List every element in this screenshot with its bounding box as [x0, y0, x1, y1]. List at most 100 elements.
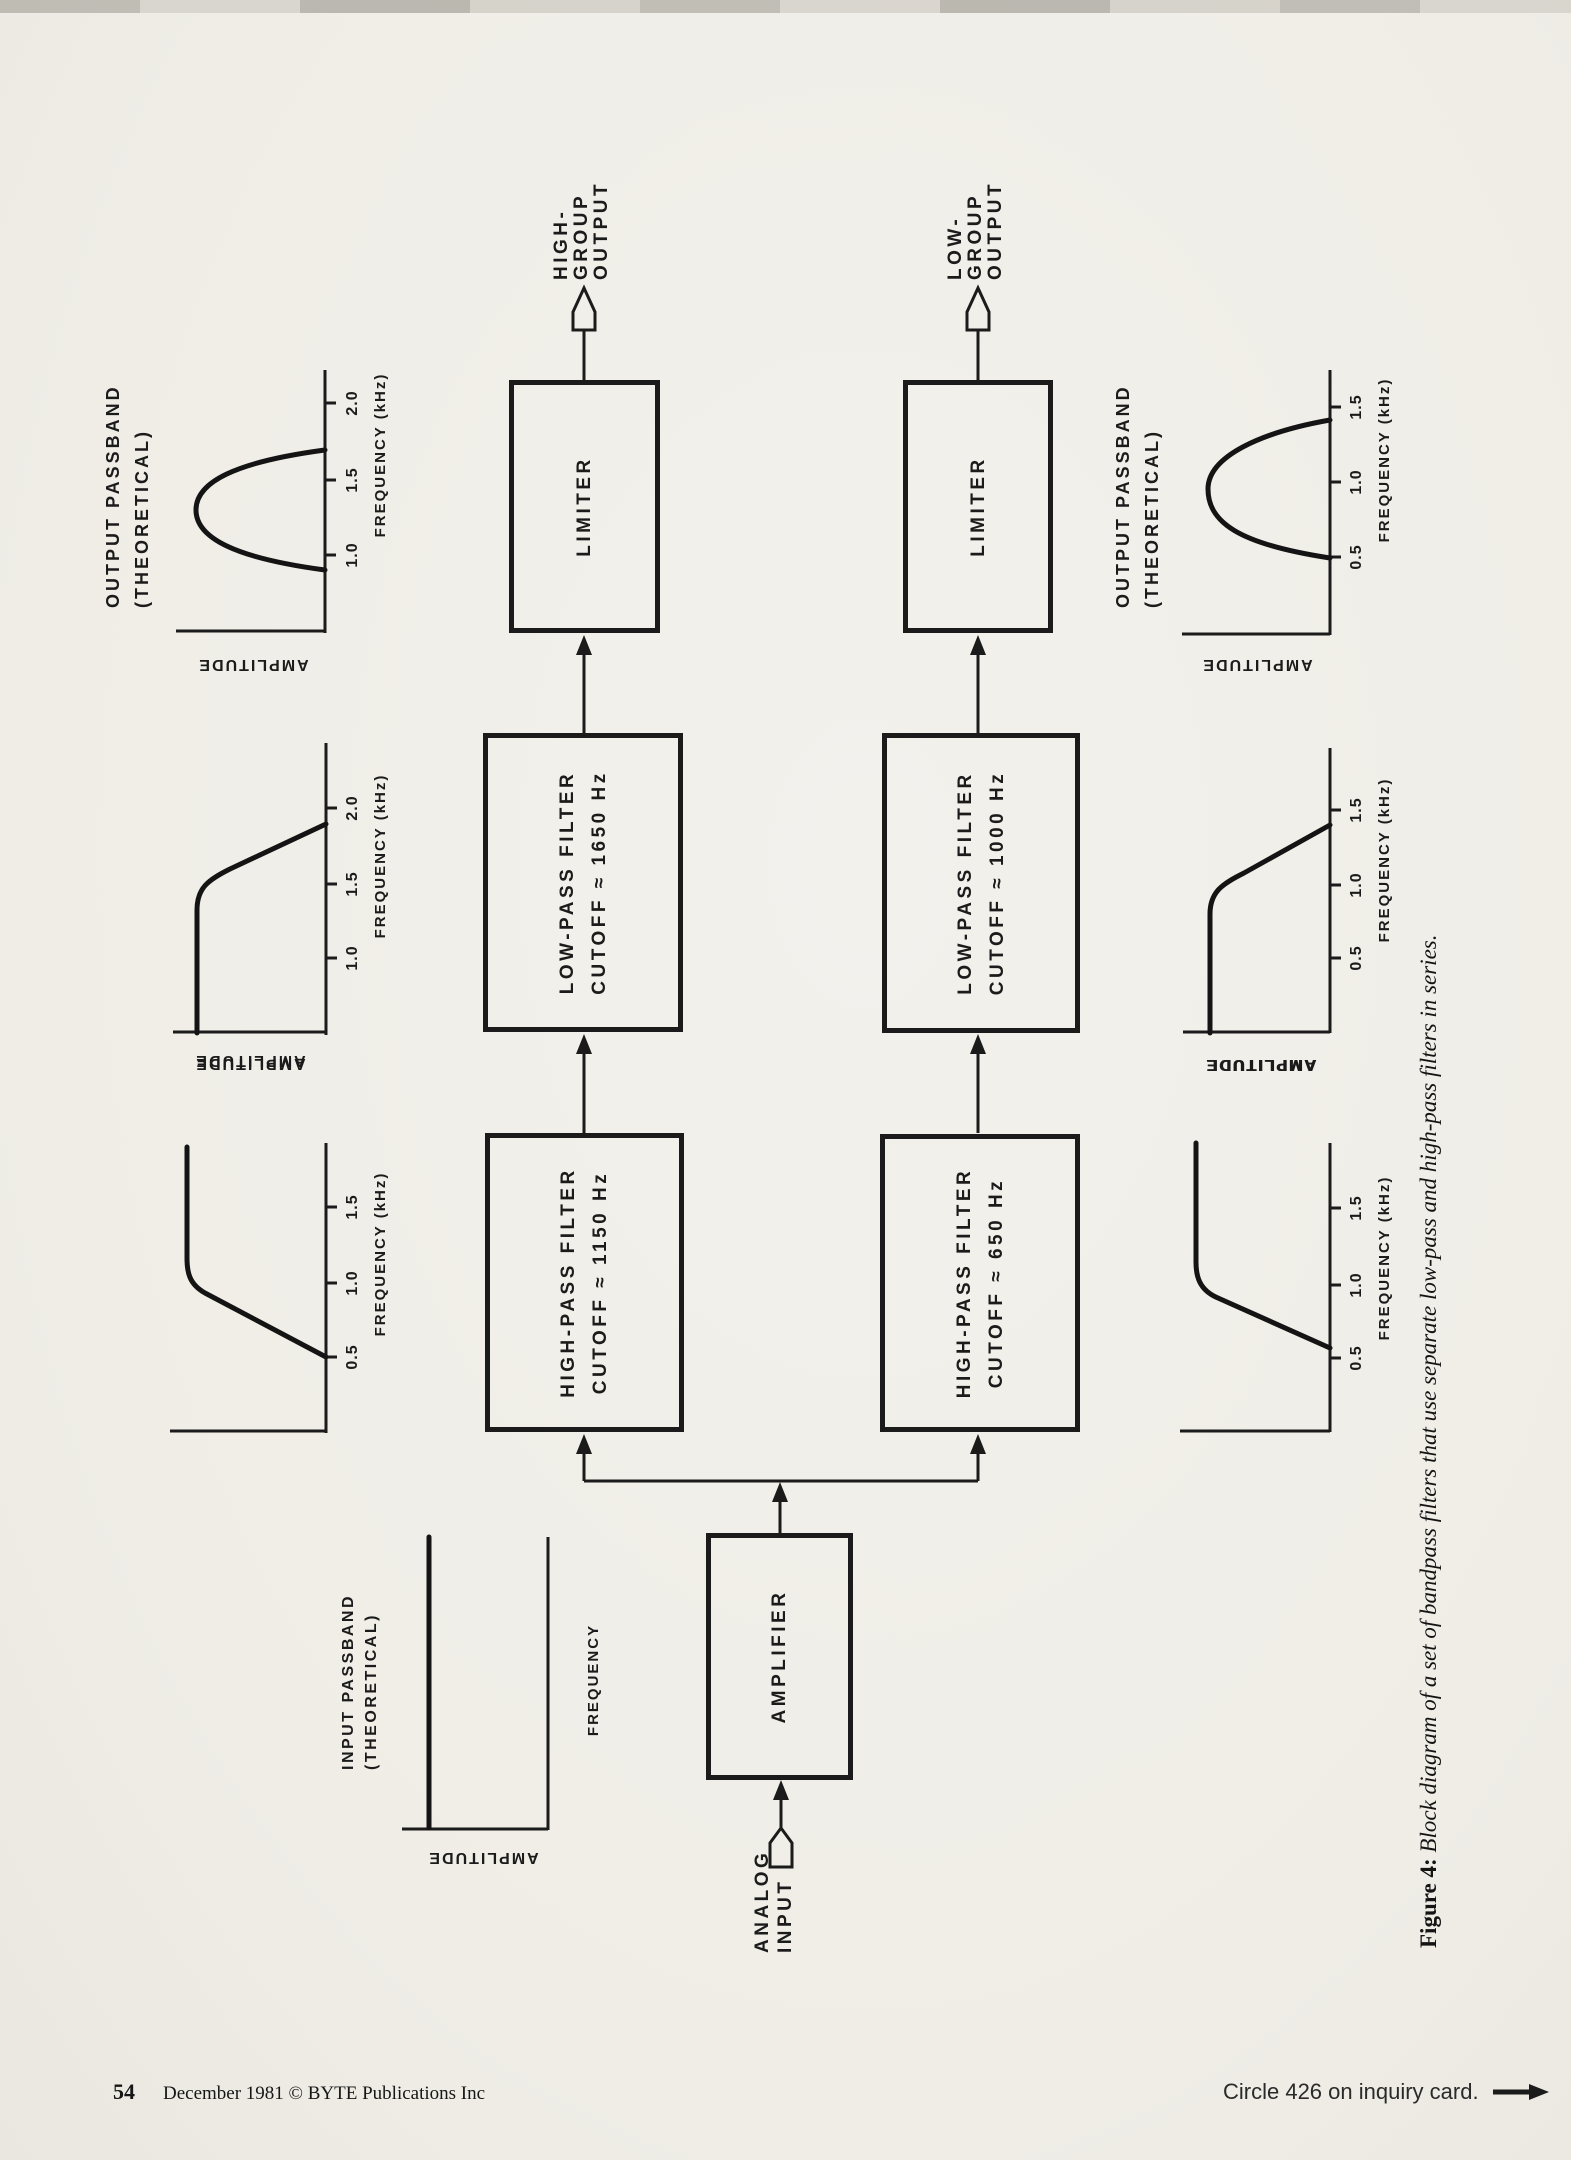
- out-low-xlabel: FREQUENCY (kHz): [1376, 377, 1393, 543]
- out-low-tick-0: 0.5: [1348, 544, 1365, 570]
- lpf-high-response-curve: [194, 821, 329, 1036]
- high-group-output-line3: OUTPUT: [591, 180, 612, 280]
- hpf-high-response-curve: [184, 1144, 329, 1360]
- hpf-high-tick-1: 1.0: [344, 1270, 361, 1296]
- lpf-high-cutoff: CUTOFF ≈ 1650 Hz: [588, 770, 610, 995]
- lpf-high-tick-0: 1.0: [344, 945, 361, 971]
- out-low-tick-2: 1.5: [1348, 394, 1365, 420]
- lpf-high-tick-2: 2.0: [344, 795, 361, 821]
- figure-caption: Figure 4: Block diagram of a set of band…: [1416, 935, 1442, 1948]
- lpf-high-box: LOW-PASS FILTER CUTOFF ≈ 1650 Hz: [483, 733, 683, 1032]
- out-low-ylabel: AMPLITUDE: [1201, 656, 1313, 673]
- arrowhead-into-hpf-high-icon: [576, 1434, 592, 1454]
- limiter-high-box: LIMITER: [509, 380, 660, 633]
- lpf-high-graph-axes: [173, 743, 337, 1035]
- page-number: 54: [113, 2079, 135, 2104]
- arrowhead-into-lpf-low-icon: [970, 1034, 986, 1054]
- arrowhead-into-limiter-low-icon: [970, 635, 986, 655]
- hpf-high-label: HIGH-PASS FILTER: [558, 1167, 579, 1398]
- out-high-passband-curve: [193, 447, 328, 573]
- hpf-low-graph-axes: [1180, 1143, 1341, 1433]
- hpf-high-xlabel: FREQUENCY (kHz): [372, 1171, 389, 1337]
- publication-credit: December 1981 © BYTE Publications Inc: [163, 2083, 486, 2104]
- hpf-high-cutoff: CUTOFF ≈ 1150 Hz: [590, 1170, 611, 1395]
- analog-input-arrow-icon: [768, 1825, 794, 1869]
- lpf-low-tick-1: 1.0: [1348, 872, 1365, 898]
- arrowhead-into-hpf-low-icon: [970, 1434, 986, 1454]
- out-high-tick-2: 2.0: [344, 390, 361, 416]
- lpf-low-tick-2: 1.5: [1348, 797, 1365, 823]
- hpf-high-box: HIGH-PASS FILTER CUTOFF ≈ 1150 Hz: [485, 1133, 684, 1432]
- out-low-graph-axes: [1182, 370, 1341, 636]
- footer-left: 54 December 1981 © BYTE Publications Inc: [113, 2079, 485, 2105]
- analog-input-label-line1: ANALOG: [752, 1849, 773, 1953]
- out-low-title-line2: (THEORETICAL): [1142, 429, 1162, 608]
- lpf-low-ylabel: AMPLITUDE: [1205, 1056, 1317, 1073]
- hpf-high-tick-2: 1.5: [344, 1194, 361, 1220]
- out-high-graph-axes: [176, 370, 336, 633]
- high-group-output-line1: HIGH-: [551, 208, 572, 280]
- hpf-low-response-curve: [1193, 1140, 1333, 1351]
- low-group-output-arrow-icon: [965, 284, 991, 332]
- out-low-passband-curve: [1205, 417, 1333, 561]
- hpf-low-tick-0: 0.5: [1348, 1345, 1365, 1371]
- figure-caption-number: Figure 4:: [1416, 1858, 1441, 1948]
- input-graph-xlabel: FREQUENCY: [585, 1623, 602, 1737]
- out-high-ylabel: AMPLITUDE: [197, 656, 309, 673]
- analog-input-label-line2: INPUT: [775, 1878, 796, 1954]
- amplifier-label: AMPLIFIER: [769, 1589, 790, 1724]
- graph-axes: [170, 370, 1341, 1831]
- out-high-tick-0: 1.0: [344, 542, 361, 568]
- low-group-output-line1: LOW-: [945, 215, 966, 280]
- high-group-output-line2: GROUP: [571, 192, 592, 280]
- footer-right: Circle 426 on inquiry card.: [1223, 2079, 1549, 2105]
- limiter-low-box: LIMITER: [903, 380, 1053, 633]
- input-graph-ylabel: AMPLITUDE: [427, 1849, 539, 1866]
- hpf-low-xlabel: FREQUENCY (kHz): [1376, 1175, 1393, 1341]
- graph-curves: [184, 417, 1333, 1831]
- low-group-output-line2: GROUP: [965, 192, 986, 280]
- arrowhead-into-limiter-high-icon: [576, 635, 592, 655]
- hpf-low-cutoff: CUTOFF ≈ 650 Hz: [985, 1177, 1007, 1389]
- lpf-low-graph-axes: [1183, 748, 1341, 1034]
- limiter-low-label: LIMITER: [967, 456, 989, 557]
- hpf-low-label: HIGH-PASS FILTER: [953, 1167, 975, 1399]
- hpf-low-tick-2: 1.5: [1348, 1195, 1365, 1221]
- hpf-high-tick-0: 0.5: [344, 1344, 361, 1370]
- out-high-xlabel: FREQUENCY (kHz): [372, 372, 389, 538]
- out-high-title-line1: OUTPUT PASSBAND: [103, 384, 123, 608]
- input-graph-title-line1: INPUT PASSBAND: [340, 1593, 357, 1770]
- hpf-high-graph-axes: [170, 1143, 337, 1433]
- high-group-output-arrow-icon: [571, 284, 597, 332]
- arrowhead-into-junction-icon: [772, 1482, 788, 1502]
- input-graph-title-line2: (THEORETICAL): [363, 1613, 380, 1770]
- lpf-low-tick-0: 0.5: [1348, 945, 1365, 971]
- inquiry-card-note: Circle 426 on inquiry card.: [1223, 2079, 1479, 2104]
- lpf-low-xlabel: FREQUENCY (kHz): [1376, 777, 1393, 943]
- hpf-low-tick-1: 1.0: [1348, 1272, 1365, 1298]
- out-high-title-line2: (THEORETICAL): [132, 429, 152, 608]
- input-graph-axes: [402, 1537, 550, 1831]
- signal-lines: [571, 284, 991, 1869]
- lpf-high-xlabel: FREQUENCY (kHz): [372, 773, 389, 939]
- out-low-title-line1: OUTPUT PASSBAND: [1113, 384, 1133, 608]
- arrowhead-into-amplifier-icon: [773, 1780, 789, 1800]
- low-group-output-line3: OUTPUT: [985, 180, 1006, 280]
- lpf-low-label: LOW-PASS FILTER: [954, 771, 976, 995]
- scan-edge-artifact: [0, 0, 1571, 13]
- right-arrow-icon: [1492, 2084, 1549, 2100]
- lpf-high-tick-1: 1.5: [344, 871, 361, 897]
- arrowhead-into-lpf-high-icon: [576, 1034, 592, 1054]
- lpf-high-ylabel: AMPLITUDE: [194, 1055, 306, 1072]
- lpf-low-response-curve: [1207, 822, 1333, 1036]
- amplifier-box: AMPLIFIER: [706, 1533, 853, 1780]
- hpf-low-box: HIGH-PASS FILTER CUTOFF ≈ 650 Hz: [880, 1134, 1080, 1432]
- arrowheads: [576, 635, 986, 1800]
- lpf-high-label: LOW-PASS FILTER: [556, 770, 578, 995]
- out-low-tick-1: 1.0: [1348, 469, 1365, 495]
- lpf-low-cutoff: CUTOFF ≈ 1000 Hz: [986, 770, 1008, 996]
- lpf-low-box: LOW-PASS FILTER CUTOFF ≈ 1000 Hz: [882, 733, 1080, 1033]
